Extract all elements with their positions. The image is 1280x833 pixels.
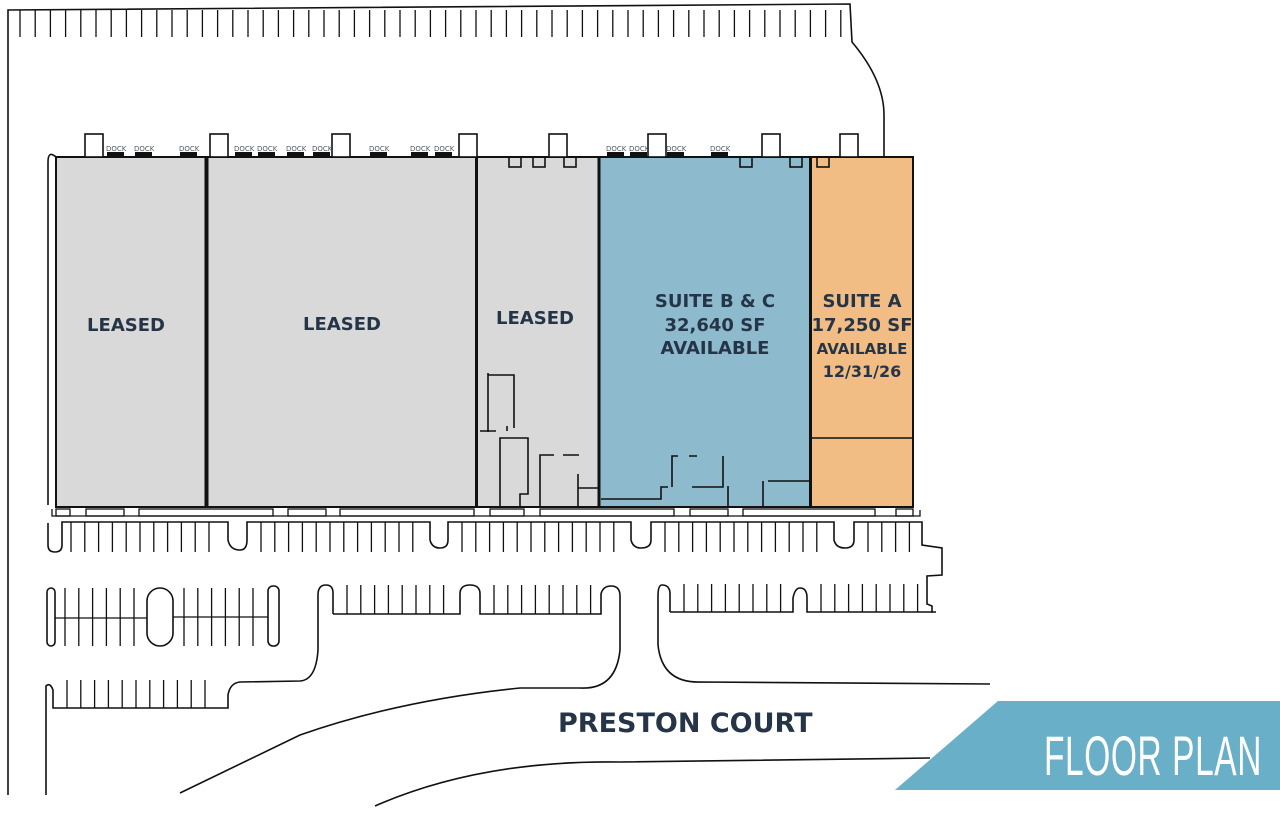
banner-title: FLOOR PLAN (1044, 724, 1262, 787)
top-parking-lot (7, 3, 885, 795)
interior-walls (480, 156, 830, 506)
label-leased-3: LEASED (496, 308, 574, 329)
unit-leased-1[interactable] (55, 156, 207, 508)
unit-leased-2[interactable] (206, 156, 477, 508)
dock-label: DOCK (434, 145, 455, 153)
floor-plan-banner: FLOOR PLAN (895, 701, 1280, 790)
door-boxes (84, 133, 859, 158)
label-suite-a-area: 17,250 SF (812, 315, 913, 336)
label-suite-bc-name: SUITE B & C (655, 291, 775, 312)
dock-label: DOCK (286, 145, 307, 153)
unit-leased-3[interactable] (476, 156, 600, 508)
dock-label: DOCK (179, 145, 200, 153)
dock-label: DOCK (312, 145, 333, 153)
label-suite-bc-area: 32,640 SF (665, 315, 766, 336)
dock-label: DOCK (410, 145, 431, 153)
dock-label: DOCK (257, 145, 278, 153)
dock-label: DOCK (606, 145, 627, 153)
sidewalk (51, 508, 921, 517)
dock-label: DOCK (666, 145, 687, 153)
label-suite-a-status: AVAILABLE (817, 340, 908, 358)
label-suite-a-date: 12/31/26 (823, 362, 901, 381)
unit-suite-a[interactable] (810, 156, 914, 508)
label-suite-a-name: SUITE A (822, 291, 901, 312)
lower-parking (45, 521, 991, 807)
label-suite-bc-status: AVAILABLE (661, 338, 770, 359)
dock-label: DOCK (629, 145, 650, 153)
dock-label: DOCK (710, 145, 731, 153)
dock-label: DOCK (369, 145, 390, 153)
label-leased-2: LEASED (303, 314, 381, 335)
dock-label: DOCK (134, 145, 155, 153)
dock-label: DOCK (234, 145, 255, 153)
road-name-label: PRESTON COURT (558, 708, 813, 739)
dock-label: DOCK (106, 145, 127, 153)
label-leased-1: LEASED (87, 315, 165, 336)
